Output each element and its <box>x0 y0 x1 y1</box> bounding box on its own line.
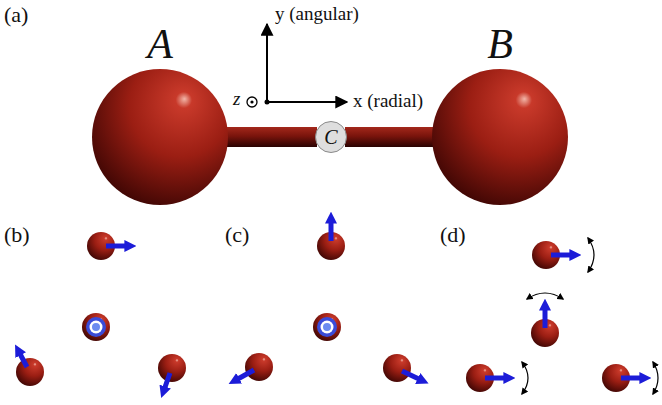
label-holder: (b) <box>4 222 30 248</box>
panel-c <box>236 220 421 382</box>
rod-body <box>226 127 317 147</box>
axis-label: x (radial) <box>353 90 423 111</box>
center-of-mass-node: C <box>315 121 347 153</box>
label-holder: x (radial) <box>353 90 423 112</box>
axes <box>267 24 347 102</box>
label-holder: (a) <box>4 2 28 28</box>
bond-rod <box>345 127 434 147</box>
atom-label: A <box>92 19 228 69</box>
x-axis <box>267 101 347 103</box>
panel-label: (c) <box>225 222 249 247</box>
panel-label: (b) <box>4 222 30 247</box>
atom-sphere <box>92 69 228 205</box>
sphere-body <box>92 69 228 205</box>
atom-node: A <box>92 19 228 205</box>
origin-dot <box>265 100 270 105</box>
rod-body <box>345 127 434 147</box>
atom-label: B <box>432 19 568 69</box>
label-holder: z <box>233 88 240 110</box>
panel-label: (d) <box>440 222 466 247</box>
label-holder: (d) <box>440 222 466 248</box>
axis-label: z <box>233 88 240 109</box>
center-label: C <box>324 126 337 148</box>
sphere-body <box>432 69 568 205</box>
panel-b <box>16 232 186 390</box>
panel-d <box>466 238 658 394</box>
z-axis-symbol <box>247 97 257 107</box>
label-holder: y (angular) <box>275 3 359 25</box>
axis-label: y (angular) <box>275 3 359 24</box>
atom-node: B <box>432 19 568 205</box>
panel-label: (a) <box>4 2 28 27</box>
y-axis <box>266 24 268 102</box>
label-holder: (c) <box>225 222 249 248</box>
atom-sphere <box>432 69 568 205</box>
bond-rod <box>226 127 317 147</box>
